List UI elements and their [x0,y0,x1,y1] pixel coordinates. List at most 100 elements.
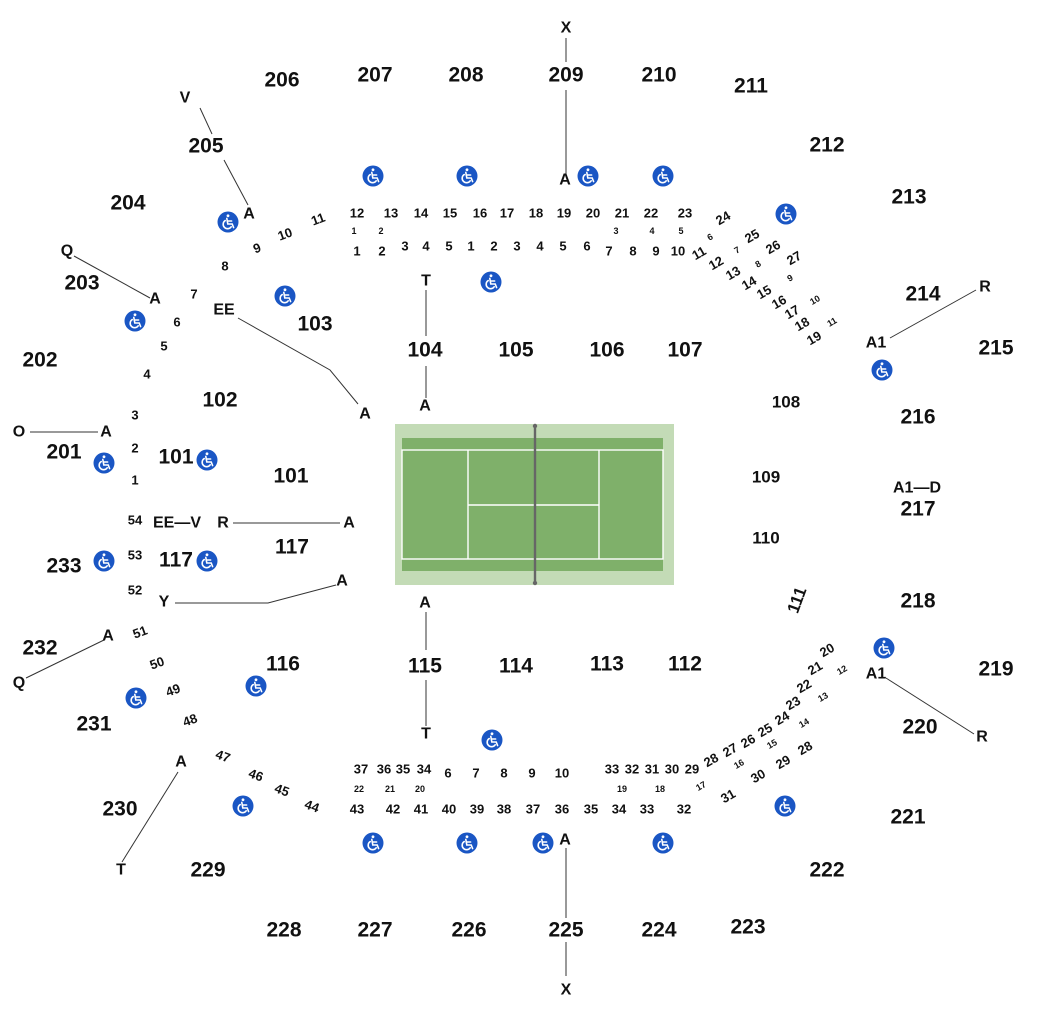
section-226[interactable]: 226 [451,919,486,942]
section-110[interactable]: 110 [752,529,779,548]
row-label: 26 [738,731,758,751]
row-label: 4 [143,367,151,382]
wheelchair-icon [92,451,116,475]
row-label: 6 [173,315,180,330]
section-227[interactable]: 227 [357,919,392,942]
wheelchair-icon [870,358,894,382]
row-label: 53 [128,548,142,563]
row-label: 35 [396,762,410,777]
aisle-tag: A [149,291,161,308]
section-111[interactable]: 111 [784,584,811,615]
section-204[interactable]: 204 [110,192,145,215]
section-116[interactable]: 116 [266,653,300,676]
section-103[interactable]: 103 [297,313,332,336]
row-label: 12 [706,253,726,273]
section-233[interactable]: 233 [46,555,81,578]
section-222[interactable]: 222 [809,859,844,882]
section-225[interactable]: 225 [548,919,583,942]
aisle-tag: X [561,982,572,999]
aisle-tag: A [359,406,371,423]
section-214[interactable]: 214 [905,283,940,306]
section-217[interactable]: 217 [900,498,935,521]
aisle-tag: A [336,573,348,590]
row-label: 31 [718,786,738,806]
aisle-tag: V [180,90,191,107]
row-label: 23 [678,206,692,221]
section-106[interactable]: 106 [589,339,624,362]
aisle-tag: EE—V [153,515,201,532]
row-label: 2 [378,226,383,236]
section-206[interactable]: 206 [264,69,299,92]
section-215[interactable]: 215 [978,337,1013,360]
row-label: 22 [794,676,814,696]
section-115[interactable]: 115 [408,655,442,678]
row-label: 16 [769,292,789,312]
section-202[interactable]: 202 [22,349,57,372]
aisle-tag: A1 [866,335,887,352]
section-211[interactable]: 211 [734,75,768,98]
row-label: 14 [797,716,811,730]
section-117[interactable]: 117 [159,549,193,572]
row-label: 37 [354,762,368,777]
section-221[interactable]: 221 [890,806,925,829]
row-label: 34 [417,762,432,777]
row-label: 33 [605,762,619,777]
wheelchair-icon [216,210,240,234]
section-207[interactable]: 207 [357,64,392,87]
row-label: 46 [247,765,266,784]
row-label: 9 [785,272,794,283]
section-205[interactable]: 205 [188,135,223,158]
section-208[interactable]: 208 [448,64,483,87]
section-201[interactable]: 201 [46,441,81,464]
section-117[interactable]: 117 [275,536,309,559]
section-224[interactable]: 224 [641,919,676,942]
row-label: 15 [754,282,774,302]
row-label: 6 [705,231,714,242]
section-210[interactable]: 210 [641,64,676,87]
row-label: 22 [354,784,364,794]
section-229[interactable]: 229 [190,859,225,882]
section-114[interactable]: 114 [499,655,533,678]
row-label: 42 [386,802,400,817]
section-223[interactable]: 223 [730,916,765,939]
section-104[interactable]: 104 [407,339,442,362]
section-203[interactable]: 203 [64,272,99,295]
section-232[interactable]: 232 [22,637,57,660]
row-label: 19 [617,784,627,794]
section-209[interactable]: 209 [548,64,583,87]
row-label: 43 [350,802,364,817]
section-230[interactable]: 230 [102,798,137,821]
wheelchair-icon [244,674,268,698]
section-113[interactable]: 113 [590,653,624,676]
row-label: 2 [490,239,497,254]
wheelchair-icon [195,549,219,573]
section-216[interactable]: 216 [900,406,935,429]
section-212[interactable]: 212 [809,134,844,157]
aisle-tag: A [343,515,355,532]
row-label: 51 [131,622,150,641]
section-101[interactable]: 101 [158,446,193,469]
wheelchair-icon [774,202,798,226]
section-102[interactable]: 102 [202,389,237,412]
aisle-tag: A [102,628,114,645]
section-228[interactable]: 228 [266,919,301,942]
wheelchair-icon [455,831,479,855]
section-105[interactable]: 105 [498,339,533,362]
section-213[interactable]: 213 [891,186,926,209]
section-108[interactable]: 108 [772,393,800,412]
row-label: 7 [605,244,612,259]
section-220[interactable]: 220 [902,716,937,739]
section-109[interactable]: 109 [752,468,780,487]
row-label: 20 [415,784,425,794]
row-label: 30 [748,766,768,786]
section-231[interactable]: 231 [76,713,111,736]
row-label: 12 [835,663,849,677]
section-101[interactable]: 101 [273,465,308,488]
row-label: 5 [559,239,566,254]
row-label: 21 [805,658,825,678]
section-112[interactable]: 112 [668,653,702,676]
section-107[interactable]: 107 [667,339,702,362]
section-218[interactable]: 218 [900,590,935,613]
section-219[interactable]: 219 [978,658,1013,681]
